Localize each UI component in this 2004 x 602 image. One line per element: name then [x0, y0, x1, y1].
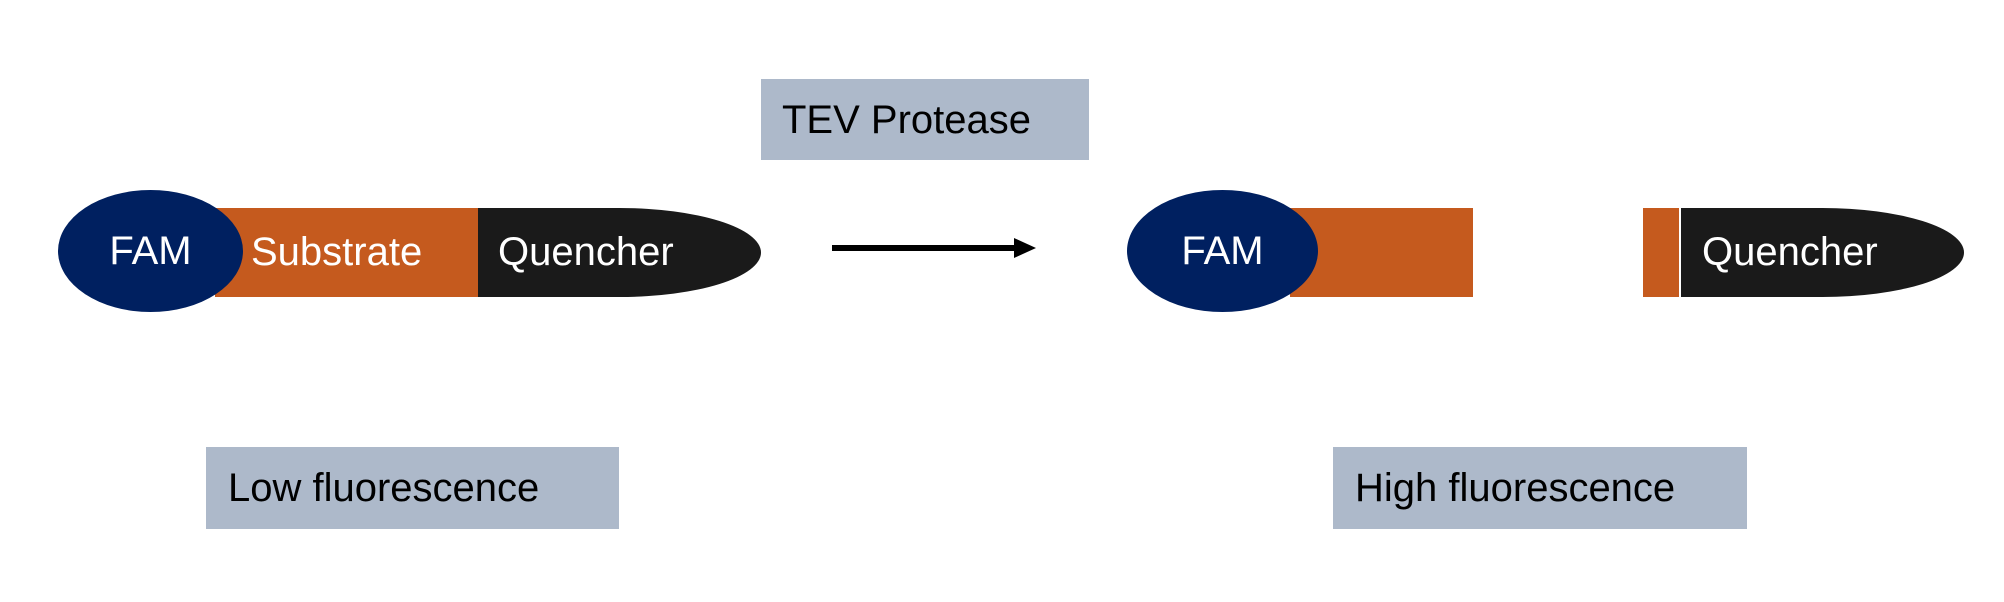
substrate-label-text: Substrate: [251, 230, 423, 274]
enzyme-label: TEV Protease: [782, 97, 1032, 142]
arrow-head: [1014, 238, 1036, 258]
cleaved-substrate-fragment-left: [1290, 208, 1473, 297]
fam-label-cleaved: FAM: [1181, 228, 1264, 273]
enzyme-label-box: TEV Protease: [761, 79, 1089, 160]
high-fluorescence-box: High fluorescence: [1333, 447, 1747, 529]
right-arrow-icon: [832, 238, 1036, 258]
high-fluorescence-label: High fluorescence: [1355, 466, 1676, 510]
cleaved-substrate-fragment-right: [1643, 208, 1679, 297]
low-fluorescence-box: Low fluorescence: [206, 447, 619, 529]
quencher-shape: Quencher: [478, 208, 761, 297]
low-fluorescence-label: Low fluorescence: [228, 466, 540, 510]
quencher-label: Quencher: [498, 230, 674, 274]
intact-construct: Substrate Quencher FAM: [0, 0, 800, 330]
fam-fluorophore: FAM: [58, 190, 243, 312]
quencher-label-cleaved: Quencher: [1702, 230, 1878, 274]
quencher-shape-cleaved: Quencher: [1681, 208, 1964, 297]
cleaved-construct: FAM Quencher: [1100, 0, 2004, 330]
substrate-segment: [215, 208, 480, 297]
fam-label: FAM: [109, 228, 192, 273]
fam-fluorophore-cleaved: FAM: [1127, 190, 1318, 312]
substrate-label: Substrate: [251, 208, 422, 297]
